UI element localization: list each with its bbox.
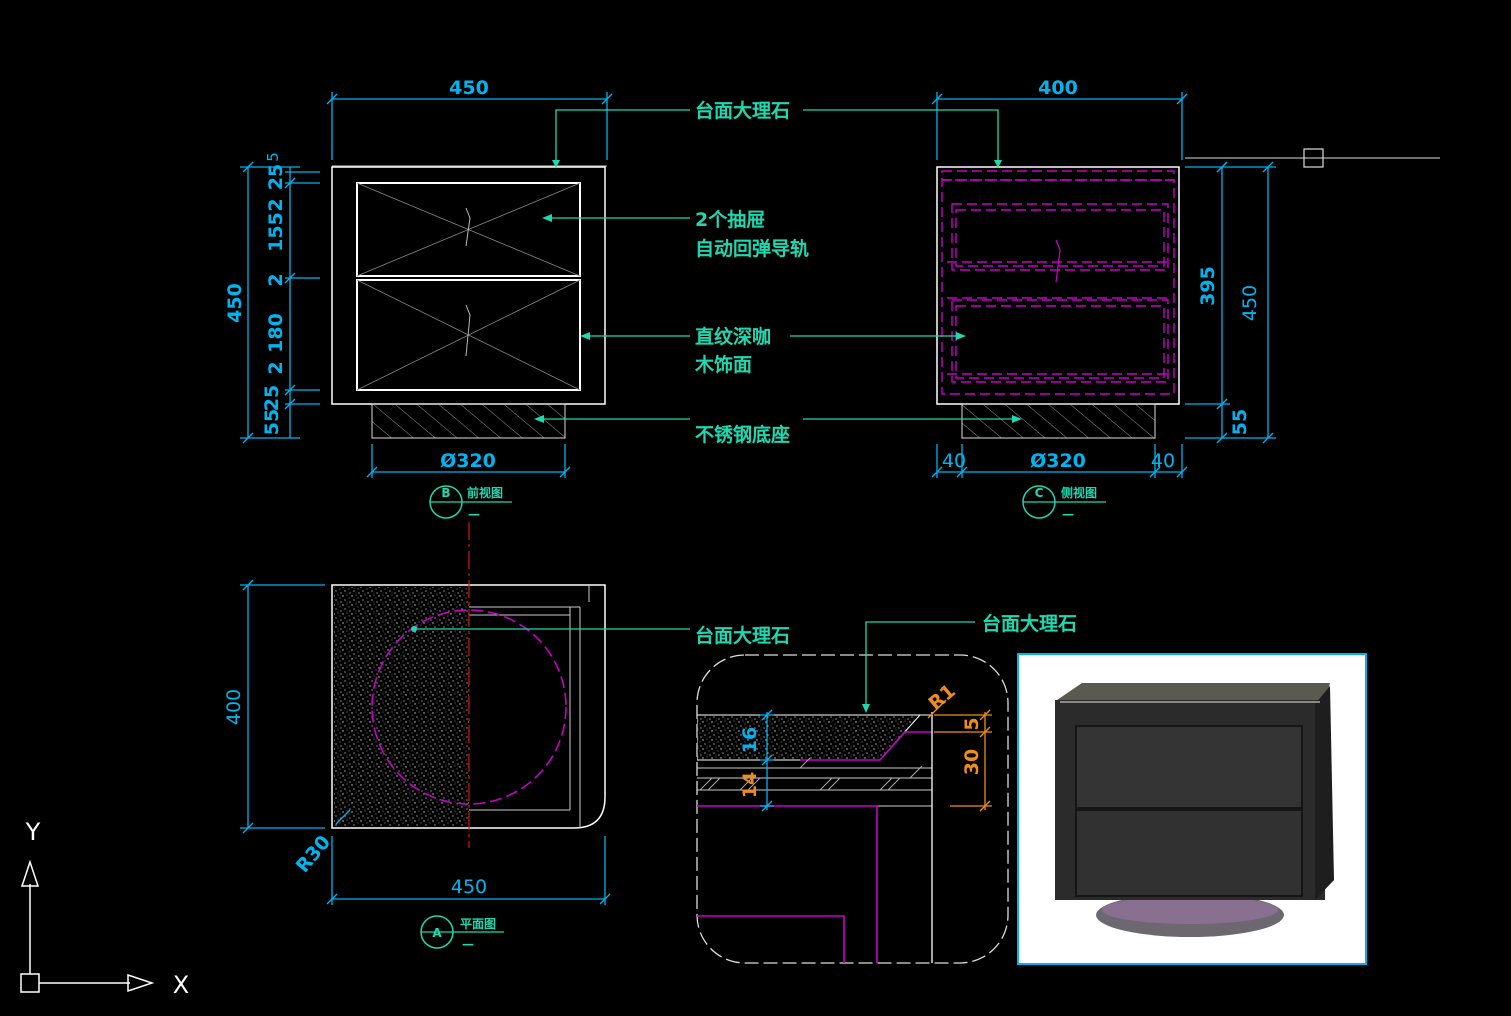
- plan-view: [240, 522, 690, 949]
- front-drawer-bottom[interactable]: [356, 279, 581, 391]
- front-height-part-2c: 2: [265, 361, 287, 374]
- front-height-part-25-top: 25: [265, 164, 287, 190]
- nightstand-render-image: [1017, 653, 1367, 965]
- detail-top-thickness-label: 16: [739, 727, 761, 753]
- plan-base-circle: [371, 609, 567, 805]
- front-tag-letter: B: [441, 486, 450, 500]
- front-tag-title: 前视图: [467, 485, 503, 500]
- detail-view: [696, 621, 1009, 964]
- side-width-label: 400: [1038, 77, 1078, 99]
- leader-lines: [540, 109, 1018, 420]
- front-width-label: 450: [449, 77, 489, 99]
- front-height-part-155: 155: [265, 212, 287, 252]
- side-inner-height-label: 395: [1197, 266, 1219, 306]
- plan-outline: [331, 584, 606, 829]
- plan-width-label: 450: [451, 876, 487, 898]
- annotation-marble-top: 台面大理石: [695, 99, 790, 122]
- ucs-y-label: Y: [25, 818, 41, 846]
- ucs-icon: [20, 859, 155, 993]
- detail-panel-thickness-label: 14: [739, 772, 761, 798]
- leader-arrowheads: [534, 160, 1022, 423]
- side-total-height-label: 450: [1239, 285, 1261, 321]
- ucs-x-label: X: [173, 971, 189, 999]
- front-tag-scale: —: [468, 507, 480, 521]
- front-height-part-2b: 2: [265, 273, 287, 286]
- detail-edge-offset-label: 5: [961, 717, 983, 730]
- side-tag-title: 侧视图: [1061, 485, 1097, 500]
- front-steel-base: [371, 403, 566, 439]
- front-base-diameter-label: Ø320: [440, 450, 496, 472]
- front-drawer-top[interactable]: [356, 182, 581, 277]
- annotation-veneer-line1: 直纹深咖: [695, 325, 771, 348]
- plan-tag-scale: —: [462, 937, 474, 951]
- front-view: [240, 92, 613, 519]
- annotation-drawers-line2: 自动回弹导轨: [695, 237, 809, 260]
- side-offset-right-label: 40: [1151, 450, 1175, 472]
- plan-tag-letter: A: [432, 926, 442, 940]
- front-body-outline: [331, 166, 606, 405]
- front-height-part-25-bottom: 25: [261, 385, 283, 411]
- front-height-part-2a: 2: [265, 198, 287, 211]
- front-height-part-5: 5: [264, 152, 282, 162]
- detail-frame: [696, 654, 1009, 964]
- side-steel-base: [961, 403, 1156, 439]
- grip-handle[interactable]: [1303, 148, 1324, 168]
- annotation-steel-base: 不锈钢底座: [695, 423, 790, 446]
- front-height-label: 450: [224, 283, 246, 323]
- plan-depth-label: 400: [223, 689, 245, 725]
- detail-edge-height-label: 30: [961, 749, 983, 775]
- annotation-veneer-line2: 木饰面: [694, 353, 752, 376]
- side-tag-scale: —: [1062, 507, 1074, 521]
- detail-edge-radius-label: R1: [924, 680, 959, 715]
- annotation-drawers-line1: 2个抽屉: [695, 208, 765, 231]
- plan-corner-radius-label: R30: [292, 831, 335, 877]
- side-offset-left-label: 40: [942, 450, 966, 472]
- front-height-part-180: 180: [265, 313, 287, 353]
- plan-tag-title: 平面图: [460, 917, 496, 931]
- front-height-part-55: 55: [261, 409, 283, 435]
- side-base-height-label: 55: [1229, 409, 1251, 435]
- side-tag-letter: C: [1035, 486, 1044, 500]
- annotation-plan-marble: 台面大理石: [695, 624, 790, 647]
- side-body-outline: [936, 166, 1180, 405]
- side-view: [931, 92, 1440, 519]
- side-base-diameter-label: Ø320: [1030, 450, 1086, 472]
- annotation-detail-marble: 台面大理石: [982, 612, 1077, 635]
- front-height-parts: 5 25 2 155 2 180 2 25 55: [261, 152, 287, 435]
